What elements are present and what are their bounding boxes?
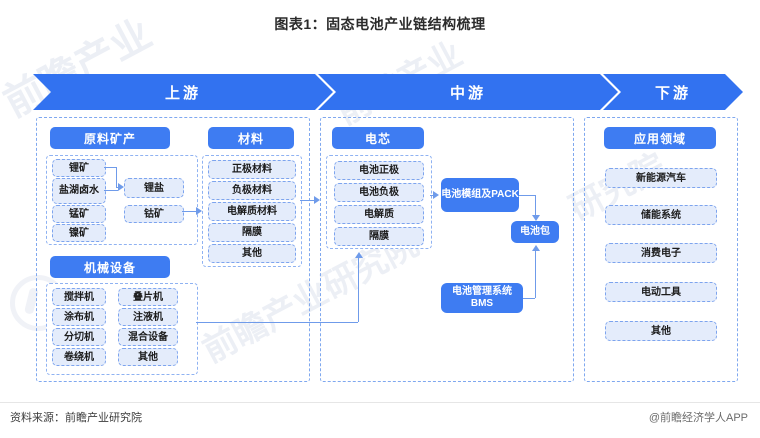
chip-cell-electrolyte[interactable]: 电解质 <box>334 205 424 224</box>
chip-electrolyte-filler[interactable]: 注液机 <box>118 308 178 326</box>
region-midstream <box>320 117 574 382</box>
chip-lithium-ore[interactable]: 锂矿 <box>52 159 106 177</box>
chip-mixing-equipment[interactable]: 混合设备 <box>118 328 178 346</box>
chip-lithium-salt[interactable]: 锂盐 <box>124 178 184 198</box>
connector-bms-to-pack <box>523 298 535 299</box>
chip-winder[interactable]: 卷绕机 <box>52 348 106 366</box>
group-header-materials: 材料 <box>208 127 294 149</box>
connector-module-to-pack <box>519 195 535 196</box>
stage-banner-midstream: 中游 <box>318 74 618 110</box>
arrow-into-module-pack <box>433 191 439 199</box>
chip-electrolyte-material[interactable]: 电解质材料 <box>208 202 296 221</box>
arrow-into-cell <box>314 196 320 204</box>
region-downstream <box>584 117 738 382</box>
arrow-into-battery-cell <box>355 252 363 258</box>
connector-bms-to-pack <box>535 250 536 298</box>
stage-banner-downstream: 下游 <box>603 74 743 110</box>
chip-cell-cathode[interactable]: 电池正极 <box>334 161 424 180</box>
connector-materials-to-cell <box>300 200 318 201</box>
chip-cobalt-ore[interactable]: 钴矿 <box>124 205 184 223</box>
chip-applications-other[interactable]: 其他 <box>605 321 717 341</box>
chip-materials-other[interactable]: 其他 <box>208 244 296 263</box>
chip-manganese-ore[interactable]: 锰矿 <box>52 205 106 223</box>
arrow-into-materials <box>196 207 202 215</box>
chip-slitter[interactable]: 分切机 <box>52 328 106 346</box>
chip-stacker[interactable]: 叠片机 <box>118 288 178 306</box>
stage-banner-upstream: 上游 <box>33 74 333 110</box>
chip-new-energy-vehicle[interactable]: 新能源汽车 <box>605 168 717 188</box>
process-box-bms[interactable]: 电池管理系统BMS <box>441 283 523 313</box>
connector-brine-to-salt <box>104 190 118 191</box>
chip-anode-material[interactable]: 负极材料 <box>208 181 296 200</box>
chip-nickel-ore[interactable]: 镍矿 <box>52 224 106 242</box>
group-header-raw-materials: 原料矿产 <box>50 127 170 149</box>
chip-power-tools[interactable]: 电动工具 <box>605 282 717 302</box>
chip-coater[interactable]: 涂布机 <box>52 308 106 326</box>
region-upstream <box>36 117 310 382</box>
connector-ore-to-salt <box>116 167 117 187</box>
connector-module-to-pack <box>535 195 536 217</box>
connector-ore-to-salt <box>104 167 116 168</box>
chip-machinery-other[interactable]: 其他 <box>118 348 178 366</box>
connector-raw-to-materials <box>182 211 200 212</box>
chip-mixer[interactable]: 搅拌机 <box>52 288 106 306</box>
source-text: 资料来源：前瞻产业研究院 <box>10 412 142 424</box>
chip-cell-separator[interactable]: 隔膜 <box>334 227 424 246</box>
chip-separator[interactable]: 隔膜 <box>208 223 296 242</box>
group-header-applications: 应用领域 <box>604 127 716 149</box>
chip-salt-lake-brine[interactable]: 盐湖卤水 <box>52 178 106 204</box>
connector-machinery-to-cell <box>358 258 359 322</box>
group-header-battery-cell: 电芯 <box>332 127 424 149</box>
connector-machinery-to-cell <box>196 322 358 323</box>
footer-divider <box>0 402 760 403</box>
process-box-battery-pack[interactable]: 电池包 <box>511 221 559 243</box>
process-box-module-pack[interactable]: 电池模组及PACK <box>441 178 519 212</box>
connector-cell-to-module <box>430 195 435 196</box>
arrow-into-battery-pack-top <box>532 215 540 221</box>
chart-title: 图表1：固态电池产业链结构梳理 <box>274 16 486 32</box>
arrow-into-battery-pack-bottom <box>532 245 540 251</box>
app-credit: @前瞻经济学人APP <box>648 412 748 424</box>
chip-consumer-electronics[interactable]: 消费电子 <box>605 243 717 263</box>
chip-cathode-material[interactable]: 正极材料 <box>208 160 296 179</box>
group-header-machinery: 机械设备 <box>50 256 170 278</box>
chip-cell-anode[interactable]: 电池负极 <box>334 183 424 202</box>
chip-energy-storage[interactable]: 储能系统 <box>605 205 717 225</box>
arrow-into-lithium-salt <box>118 183 124 191</box>
